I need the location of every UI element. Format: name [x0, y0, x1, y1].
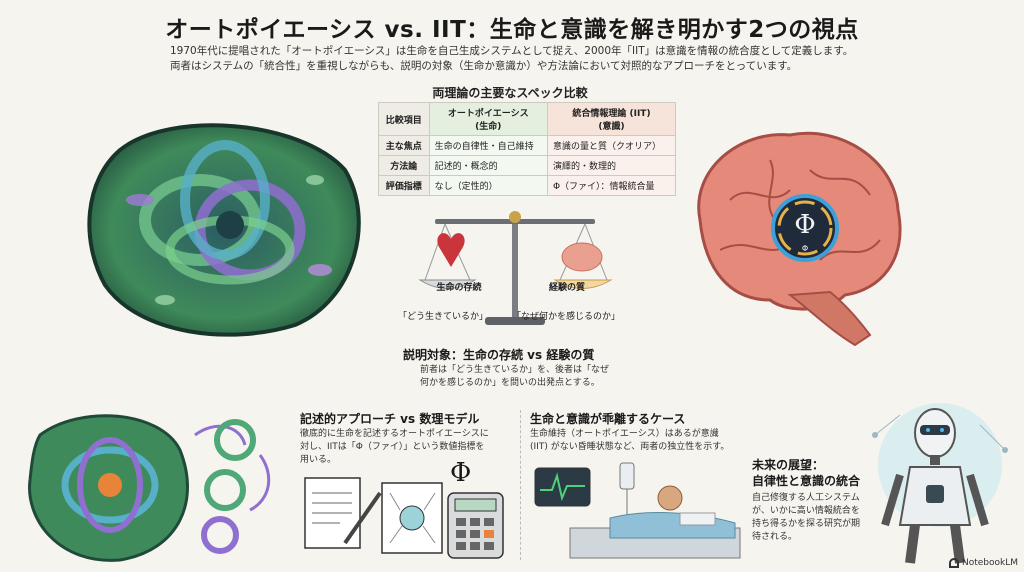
- scale-body: 前者は「どう生きているか」を、後者は「なぜ 何かを感じるのか」を問いの出発点とす…: [420, 364, 630, 390]
- future-body-line: が、いかに高い情報統合を: [752, 506, 860, 516]
- future-body-line: 待される。: [752, 532, 798, 542]
- notebooklm-icon: [948, 558, 959, 568]
- robot-illustration: [872, 403, 1008, 564]
- approach-body-line: 用いる。: [300, 455, 337, 465]
- comparison-table: 比較項目 オートポイエーシス (生命) 統合情報理論 (IIT) (意識) 主な…: [378, 102, 677, 196]
- cell-cycle-illustration: [28, 414, 271, 562]
- divergence-body: 生命維持（オートポイエーシス）はあるが意識 (IIT) がない昏睡状態など、両者…: [530, 428, 770, 454]
- table-cell: 演繹的・数理的: [546, 155, 677, 176]
- future-body-line: 持ち得るかを探る研究が期: [752, 519, 861, 529]
- future-body: 自己修復する人工システム が、いかに高い情報統合を 持ち得るかを探る研究が期 待…: [752, 492, 882, 544]
- divergence-body-line: (IIT) がない昏睡状態など、両者の独立性を示す。: [530, 442, 730, 452]
- table-cell: 生命の自律性・自己維持: [428, 135, 548, 156]
- approach-body-line: 対し、IITは「Φ（ファイ）」という数値指標を: [300, 442, 485, 452]
- scale-left-label: 生命の存続: [436, 283, 482, 293]
- autopoiesis-cell-illustration: [87, 123, 361, 337]
- logo-text: NotebookLM: [961, 558, 1018, 568]
- phi-small-symbol: Φ: [801, 244, 809, 253]
- table-cell: 記述的・概念的: [428, 155, 548, 176]
- table-header-row: 比較項目 オートポイエーシス (生命) 統合情報理論 (IIT) (意識): [378, 102, 677, 136]
- table-row: 評価指標 なし（定性的） Φ（ファイ）：情報統合量: [378, 175, 677, 196]
- divergence-heading: 生命と意識が乖離するケース: [530, 412, 686, 426]
- future-heading-line: 自律性と意識の統合: [752, 474, 861, 488]
- future-heading: 未来の展望： 自律性と意識の統合: [752, 457, 902, 489]
- scale-right-quote: 「なぜ何かを感じるのか」: [512, 312, 621, 322]
- approach-body: 徹底的に生命を記述するオートポイエーシスに 対し、IITは「Φ（ファイ）」という…: [300, 428, 515, 467]
- scale-body-line: 何かを感じるのか」を問いの出発点とする。: [420, 378, 600, 388]
- future-heading-line: 未来の展望：: [752, 458, 825, 472]
- table-cell: 意識の量と質（クオリア）: [546, 135, 677, 156]
- approach-body-line: 徹底的に生命を記述するオートポイエーシスに: [300, 429, 489, 439]
- phi-symbol: Φ: [794, 210, 816, 240]
- future-body-line: 自己修復する人工システム: [752, 493, 860, 503]
- section-divider: [520, 410, 521, 560]
- table-cell: Φ（ファイ）：情報統合量: [546, 175, 677, 196]
- page-title: オートポイエーシス vs. IIT：生命と意識を解き明かす2つの視点: [165, 17, 859, 43]
- scale-left-quote: 「どう生きているか」: [398, 312, 489, 322]
- notebooklm-logo: NotebookLM: [948, 558, 1018, 568]
- scale-body-line: 前者は「どう生きているか」を、後者は「なぜ: [420, 365, 610, 375]
- scale-right-label: 経験の質: [548, 283, 585, 293]
- scale-heading: 説明対象：生命の存続 vs 経験の質: [403, 348, 595, 362]
- intro-text: 1970年代に提唱された「オートポイエーシス」は生命を自己生成システムとして捉え…: [170, 44, 860, 74]
- table-header-cell: オートポイエーシス (生命): [428, 102, 548, 136]
- table-cell: 評価指標: [378, 175, 430, 196]
- table-cell: 主な焦点: [378, 135, 430, 156]
- approach-tools-illustration: [304, 477, 504, 559]
- table-row: 方法論 記述的・概念的 演繹的・数理的: [378, 155, 677, 176]
- brain-illustration: [697, 131, 902, 347]
- intro-line-2: 両者はシステムの「統合性」を重視しながらも、説明の対象（生命か意識か）や方法論に…: [170, 60, 798, 72]
- approach-phi-symbol: Φ: [450, 458, 472, 488]
- table-title: 両理論の主要なスペック比較: [432, 86, 588, 100]
- intro-line-1: 1970年代に提唱された「オートポイエーシス」は生命を自己生成システムとして捉え…: [170, 45, 854, 57]
- hospital-bed-illustration: [534, 462, 741, 559]
- approach-heading: 記述的アプローチ vs 数理モデル: [300, 412, 480, 426]
- table-header-cell: 統合情報理論 (IIT) (意識): [546, 102, 677, 136]
- table-header-cell: 比較項目: [378, 102, 430, 136]
- balance-scale-illustration: [418, 211, 613, 325]
- divergence-body-line: 生命維持（オートポイエーシス）はあるが意識: [530, 429, 719, 439]
- table-row: 主な焦点 生命の自律性・自己維持 意識の量と質（クオリア）: [378, 135, 677, 156]
- table-cell: なし（定性的）: [428, 175, 548, 196]
- table-cell: 方法論: [378, 155, 430, 176]
